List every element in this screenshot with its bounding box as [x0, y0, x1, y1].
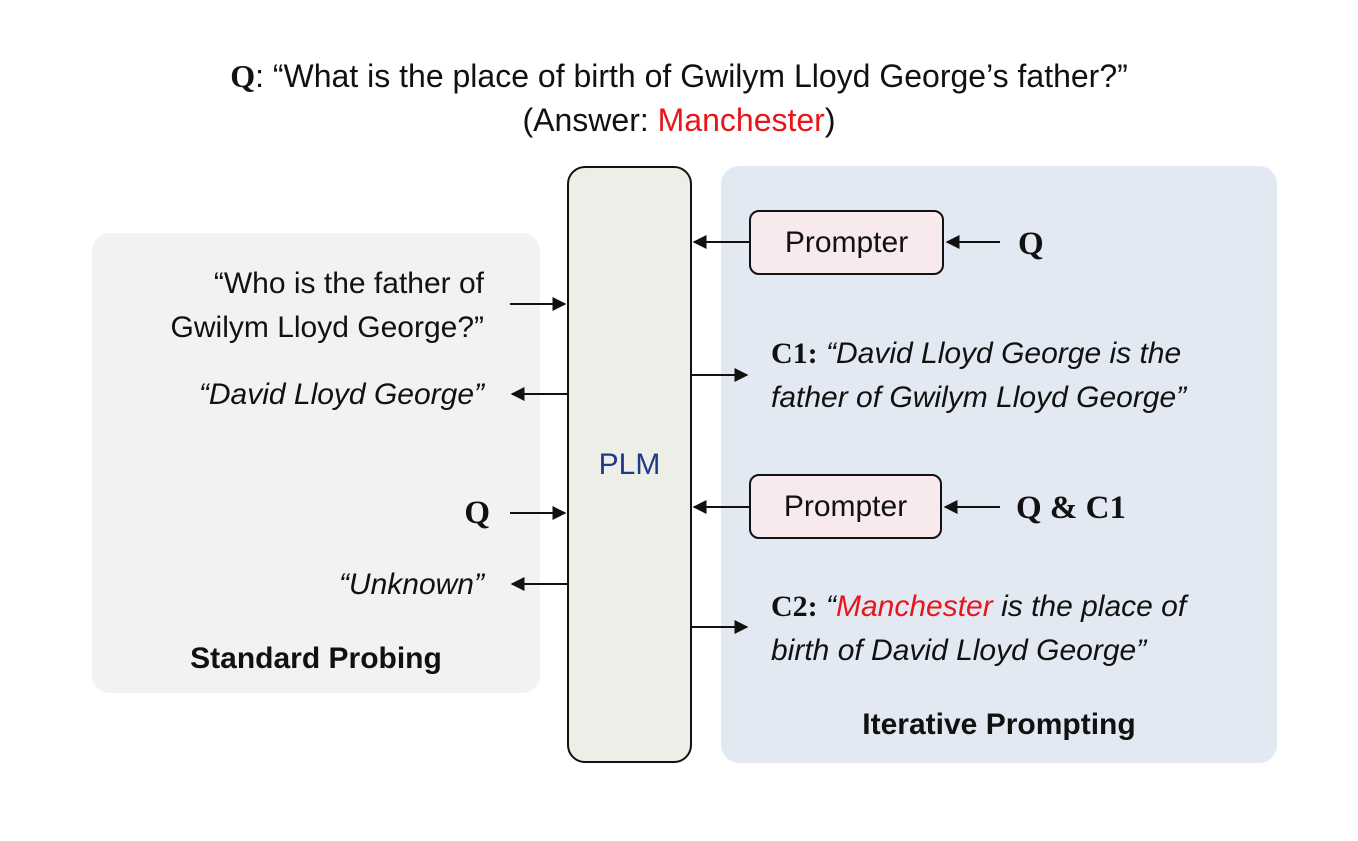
answer-open: (Answer:	[522, 102, 658, 138]
prompter-2-box: Prompter	[749, 474, 942, 539]
c2-highlight: Manchester	[835, 590, 993, 623]
c2-line1: C2: “Manchester is the place of	[771, 585, 1186, 629]
question-prefix: Q	[230, 58, 256, 94]
c1-label: C1:	[771, 337, 818, 370]
iterative-prompting-title: Iterative Prompting	[862, 708, 1136, 741]
prompter-1-label: Prompter	[784, 226, 909, 259]
unknown-answer: “Unknown”	[338, 568, 484, 601]
std-q-label: Q	[464, 495, 490, 531]
c2-text-line1: is the place of	[992, 590, 1187, 623]
c2-open-quote: “	[817, 590, 836, 623]
c1-line2: father of Gwilym Lloyd George”	[771, 381, 1187, 414]
question-title: Q: “What is the place of birth of Gwilym…	[0, 56, 1358, 96]
plm-box	[567, 166, 692, 763]
prompter-2-label: Prompter	[783, 490, 908, 523]
answer-value: Manchester	[657, 102, 825, 138]
prompter-1-input: Q	[1018, 226, 1044, 262]
standard-probing-panel	[92, 233, 540, 693]
c2-label: C2:	[771, 590, 818, 623]
sub-answer: “David Lloyd George”	[198, 378, 484, 411]
c1-text-line1: “David Lloyd George is the	[817, 337, 1182, 370]
prompter-2-input: Q & C1	[1016, 490, 1126, 526]
c2-line2: birth of David Lloyd George”	[771, 634, 1147, 667]
answer-line: (Answer: Manchester)	[0, 100, 1358, 140]
sub-question-line1: “Who is the father of	[213, 267, 484, 300]
question-text: : “What is the place of birth of Gwilym …	[255, 58, 1128, 94]
answer-close: )	[824, 102, 836, 138]
plm-label: PLM	[598, 448, 661, 481]
sub-question-line2: Gwilym Lloyd George?”	[170, 311, 484, 344]
standard-probing-title: Standard Probing	[190, 642, 442, 675]
prompter-1-box: Prompter	[749, 210, 944, 275]
c1-line1: C1: “David Lloyd George is the	[771, 332, 1181, 376]
